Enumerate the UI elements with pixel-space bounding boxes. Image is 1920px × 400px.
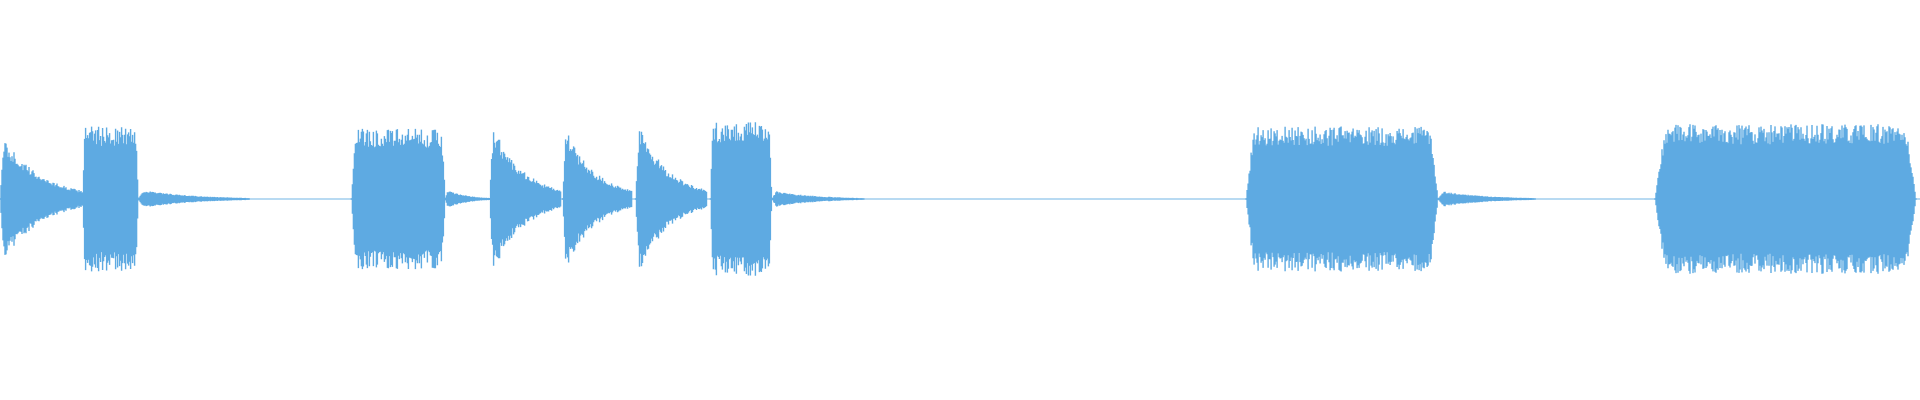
waveform-segment [709, 122, 773, 276]
waveform-segment [561, 135, 633, 263]
waveform-segment [634, 131, 708, 267]
waveform-segment [137, 191, 250, 207]
waveform-segment [488, 132, 562, 266]
waveform-segment [1654, 124, 1917, 274]
waveform-segment [1245, 126, 1439, 272]
waveform-bars [0, 122, 1917, 276]
waveform-segment [1437, 191, 1536, 207]
waveform-segment [771, 191, 865, 207]
waveform-segment [350, 128, 447, 270]
waveform-segment [0, 143, 87, 255]
waveform-segment [444, 191, 491, 207]
waveform-segment [81, 126, 139, 272]
